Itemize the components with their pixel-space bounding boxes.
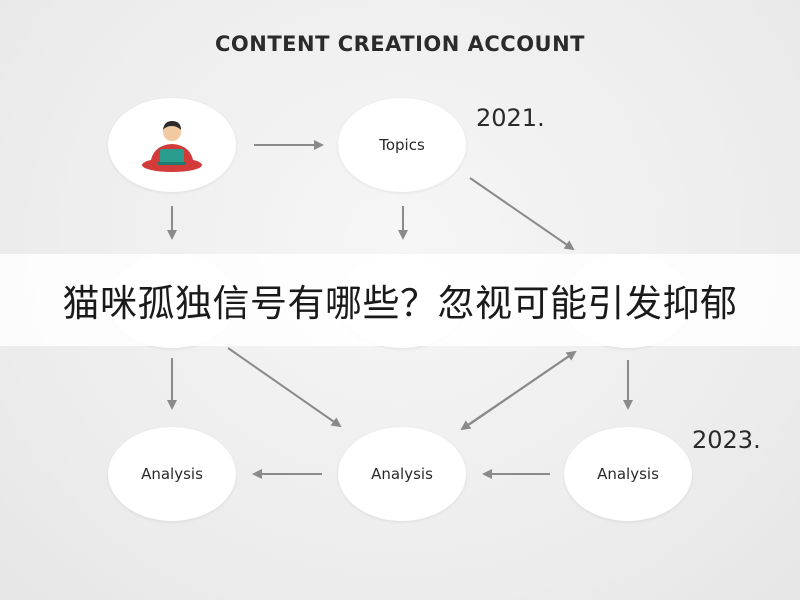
analysis-left-node: Analysis [108, 427, 236, 521]
analysis-center-label: Analysis [371, 465, 433, 483]
arrow-left-to-center [227, 347, 342, 428]
arrow-right-up-to-center [460, 351, 576, 431]
headline-text: 猫咪孤独信号有哪些？忽视可能引发抑郁 [62, 282, 738, 325]
year-label-2021: 2021. [476, 104, 545, 132]
arrow-topics-diagonal [469, 177, 575, 251]
topics-node: Topics [338, 98, 466, 192]
analysis-center-node: Analysis [338, 427, 466, 521]
topics-node-label: Topics [379, 136, 425, 154]
person-at-laptop-icon [142, 121, 202, 172]
analysis-left-label: Analysis [141, 465, 203, 483]
diagram-title: CONTENT CREATION ACCOUNT [214, 32, 586, 56]
headline-banner: 猫咪孤独信号有哪些？忽视可能引发抑郁 [0, 254, 800, 346]
person-node [108, 98, 236, 192]
analysis-right-node: Analysis [564, 427, 692, 521]
year-label-2023: 2023. [692, 426, 761, 454]
analysis-right-label: Analysis [597, 465, 659, 483]
